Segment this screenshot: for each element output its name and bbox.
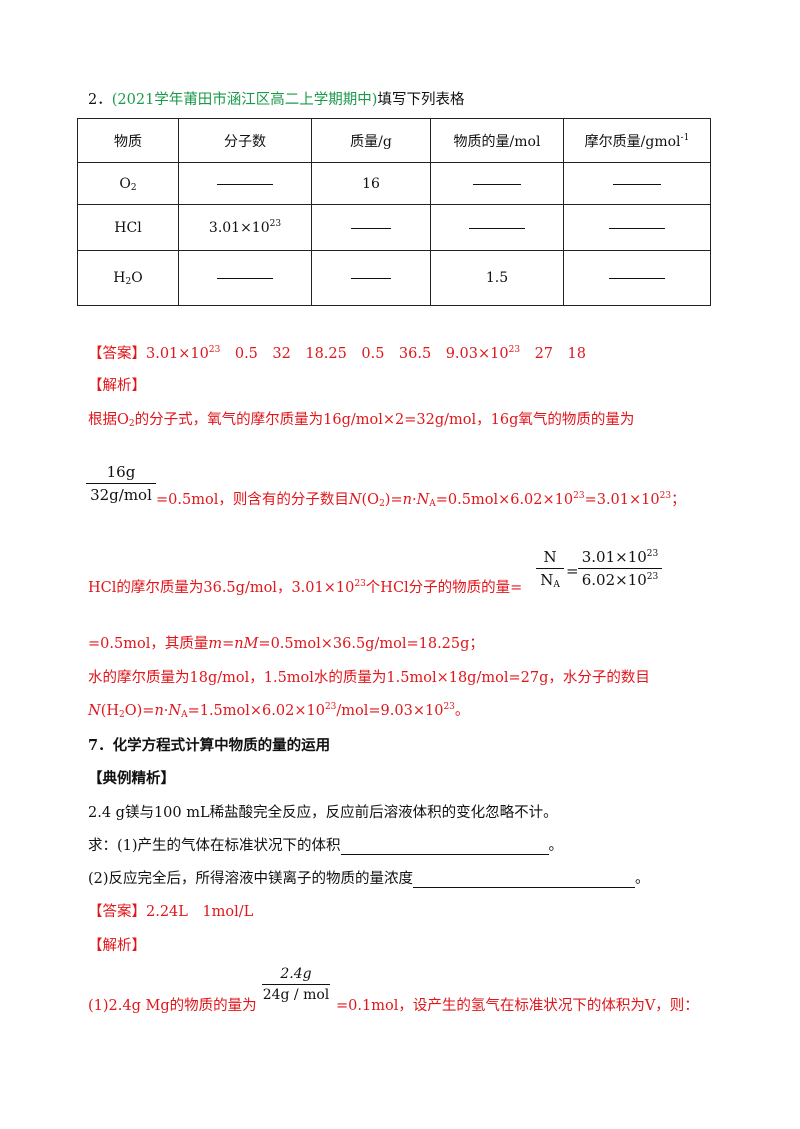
cell-substance: H2O <box>77 250 179 306</box>
cell-count-blank <box>178 250 312 306</box>
cell-mass-blank <box>311 250 431 306</box>
question-source: (2021学年莆田市涵江区高二上学期期中) <box>111 92 378 108</box>
analysis-line-3: HCl的摩尔质量为36.5g/mol，3.01×1023个HCl分子的物质的量= <box>88 579 523 597</box>
cell-amount-blank <box>430 204 564 251</box>
section-7-title: 7．化学方程式计算中物质的量的运用 <box>88 737 331 754</box>
analysis-label: 【解析】 <box>88 378 146 394</box>
answer-line-2: 【答案】2.24L 1mol/L <box>88 904 254 920</box>
table-header-row: 物质 分子数 质量/g 物质的量/mol 摩尔质量/gmol-1 <box>77 118 711 163</box>
problem-question-2: (2)反应完全后，所得溶液中镁离子的物质的量浓度 。 <box>88 871 650 888</box>
question-prompt: 填写下列表格 <box>377 92 465 108</box>
table-row: H2O 1.5 <box>77 250 711 306</box>
fraction-16g-32g: 16g 32g/mol <box>86 463 156 504</box>
cell-amount: 1.5 <box>430 250 564 306</box>
cell-molar-blank <box>563 162 711 205</box>
analysis-line-2: =0.5mol，则含有的分子数目N(O2)=n·NA=0.5mol×6.02×1… <box>156 491 686 509</box>
fraction-mg-moles: 2.4g 24g / mol <box>262 966 330 1003</box>
cell-molar-blank <box>563 250 711 306</box>
fraction-N-NA: N NA <box>536 548 564 590</box>
data-table: 物质 分子数 质量/g 物质的量/mol 摩尔质量/gmol-1 O2 16 H… <box>77 118 711 306</box>
cell-mass: 16 <box>311 162 431 205</box>
analysis-line-5: 水的摩尔质量为18g/mol，1.5mol水的质量为1.5mol×18g/mol… <box>88 670 650 686</box>
question-2-title: 2．(2021学年莆田市涵江区高二上学期期中)填写下列表格 <box>88 88 464 109</box>
question-number: 2． <box>88 92 112 108</box>
header-mass: 质量/g <box>311 118 431 163</box>
analysis-line-4: =0.5mol，其质量m=nM=0.5mol×36.5g/mol=18.25g； <box>88 636 484 652</box>
header-molar-mass: 摩尔质量/gmol-1 <box>563 118 711 163</box>
analysis-line-7a: (1)2.4g Mg的物质的量为 <box>88 998 257 1014</box>
cell-mass-blank <box>311 204 431 251</box>
cell-substance: O2 <box>77 162 179 205</box>
cell-substance: HCl <box>77 204 179 251</box>
cell-molar-blank <box>563 204 711 251</box>
cell-amount-blank <box>430 162 564 205</box>
analysis-label-2: 【解析】 <box>88 938 146 954</box>
table-row: O2 16 <box>77 162 711 205</box>
answer-label: 【答案】 <box>88 346 146 362</box>
problem-question-1: 求：(1)产生的气体在标准状况下的体积 。 <box>88 838 564 855</box>
table-row: HCl 3.01×1023 <box>77 204 711 251</box>
header-amount: 物质的量/mol <box>430 118 564 163</box>
cell-count: 3.01×1023 <box>178 204 312 251</box>
header-molecule-count: 分子数 <box>178 118 312 163</box>
equals-sign: = <box>566 562 579 580</box>
analysis-line-1: 根据O2的分子式，氧气的摩尔质量为16g/mol×2=32g/mol，16g氧气… <box>88 412 635 429</box>
header-substance: 物质 <box>77 118 179 163</box>
cell-count-blank <box>178 162 312 205</box>
analysis-line-7b: =0.1mol，设产生的氢气在标准状况下的体积为V，则： <box>336 998 699 1014</box>
fraction-count-ratio: 3.01×1023 6.02×1023 <box>578 548 662 589</box>
analysis-line-6: N(H2O)=n·NA=1.5mol×6.02×1023/mol=9.03×10… <box>88 702 470 720</box>
answer-line: 【答案】3.01×1023 0.5 32 18.25 0.5 36.5 9.03… <box>88 345 586 363</box>
answer-label: 【答案】 <box>88 904 146 920</box>
example-label: 【典例精析】 <box>88 770 175 787</box>
problem-text: 2.4 g镁与100 mL稀盐酸完全反应，反应前后溶液体积的变化忽略不计。 <box>88 805 558 821</box>
